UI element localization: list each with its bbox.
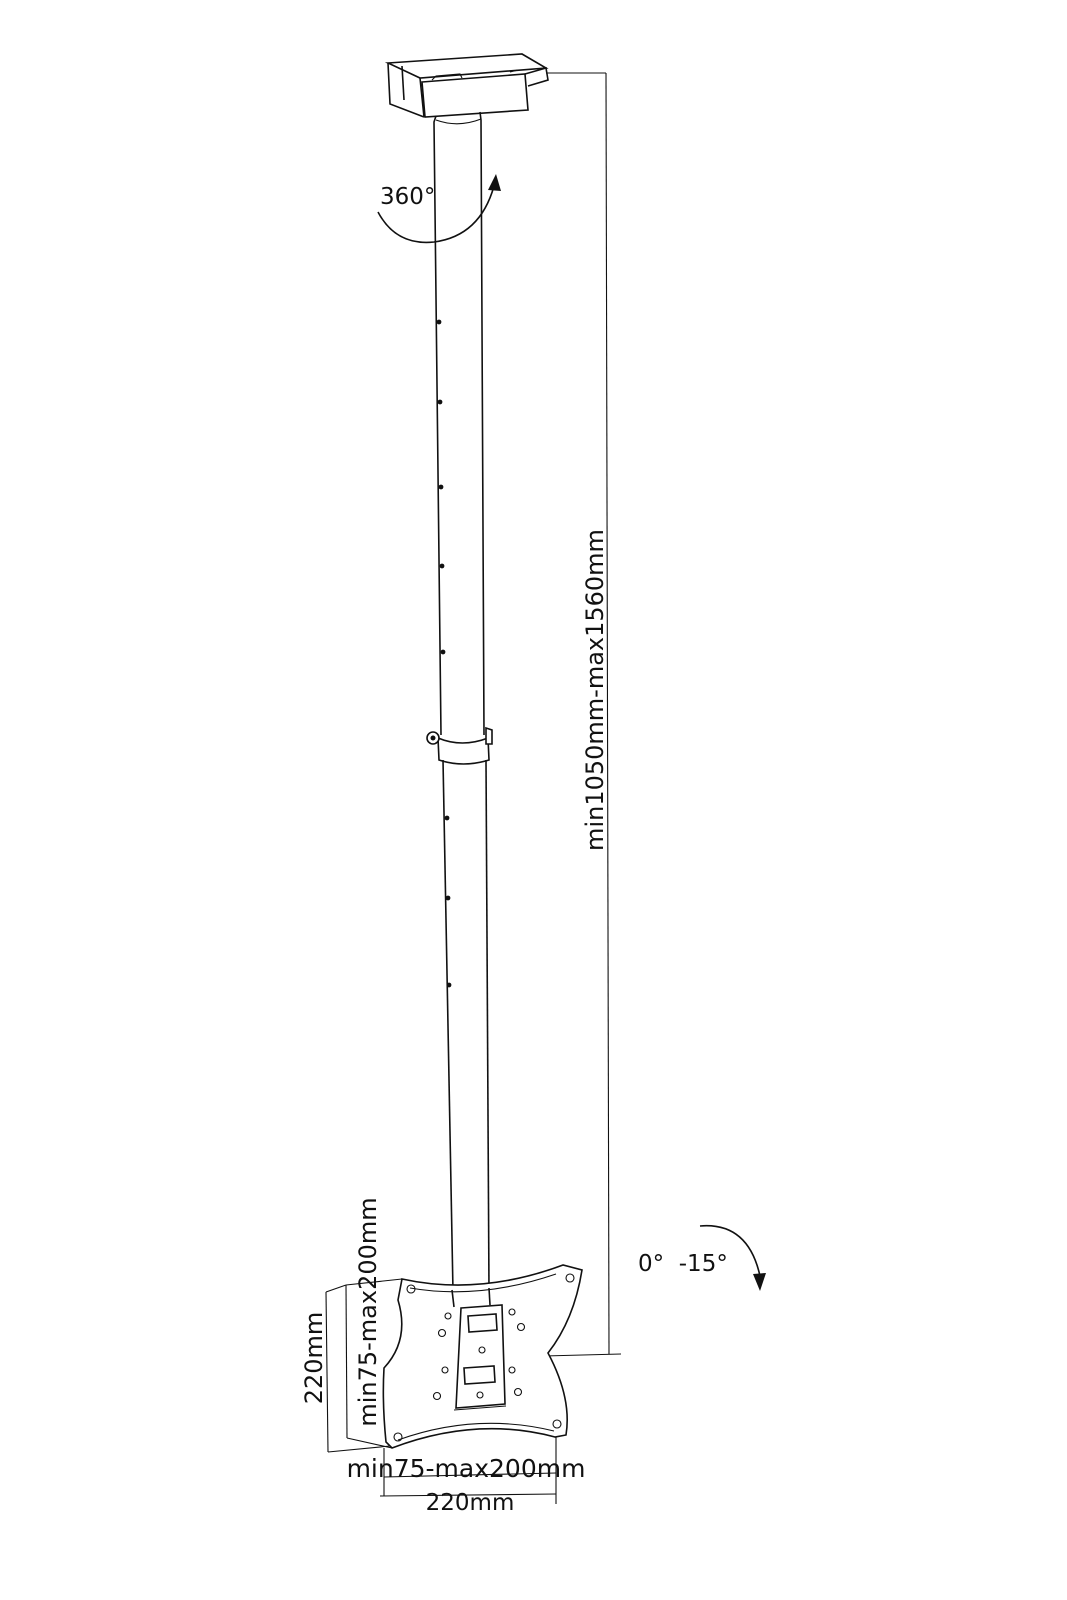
vesa-mounting-plate — [382, 1264, 583, 1449]
rotation-label: 360° — [380, 184, 435, 210]
lower-pole — [442, 759, 490, 1293]
tilt-indicator: 0° -15° — [638, 1224, 766, 1291]
height-dimension: min1050mm-max1560mm — [543, 72, 622, 1357]
rotation-indicator: 360° — [377, 174, 501, 244]
vesa-horizontal-label: min75-max200mm — [347, 1454, 586, 1483]
vesa-vertical-label: min75-max200mm — [354, 1197, 382, 1426]
adjustment-holes — [436, 319, 446, 655]
height-range-label: min1050mm-max1560mm — [581, 529, 609, 851]
upper-pole — [433, 111, 485, 736]
pole-clamp — [426, 726, 493, 765]
plate-width-label: 220mm — [426, 1490, 515, 1516]
plate-height-label: 220mm — [300, 1312, 328, 1405]
ceiling-bracket — [384, 53, 549, 118]
plate-horizontal-dimensions: min75-max200mm 220mm — [347, 1437, 586, 1516]
curved-arrow-icon — [699, 1224, 761, 1277]
plate-vertical-dimensions: min75-max200mm 220mm — [300, 1197, 403, 1453]
adjustment-holes-lower — [444, 815, 452, 988]
curved-arrow-icon — [377, 185, 495, 244]
tilt-range-label: 0° -15° — [638, 1251, 728, 1277]
